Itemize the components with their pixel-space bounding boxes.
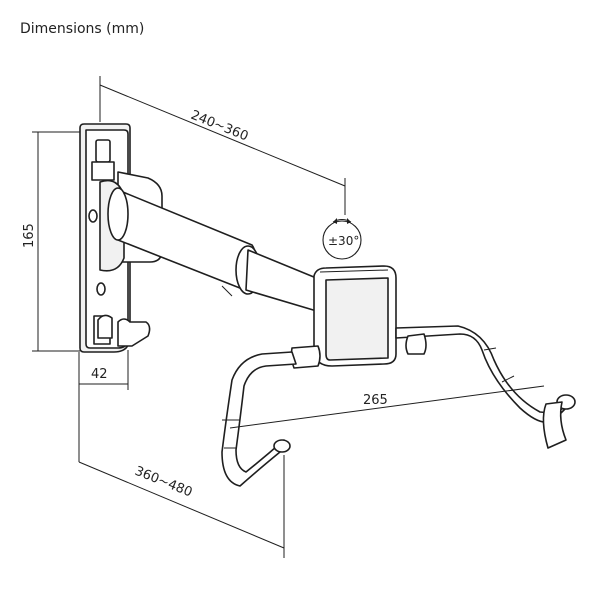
rotation-icon — [322, 220, 362, 260]
dimension-plate-height: 165 — [22, 131, 80, 352]
swivel-block — [313, 265, 397, 367]
screw-hole-icon — [96, 282, 106, 296]
slot-icon — [95, 139, 111, 163]
dimension-plate-depth-label: 42 — [91, 367, 108, 382]
rotation-indicator: ±30° — [322, 218, 362, 260]
diagram-title: Dimensions (mm) — [20, 21, 144, 37]
dimension-plate-depth: 42 — [78, 350, 129, 462]
hook-bar — [221, 325, 576, 487]
end-cap-icon — [273, 439, 291, 453]
dimension-arm-length-label: 240~360 — [189, 108, 251, 145]
dimension-plate-height-label: 165 — [22, 223, 37, 248]
dimension-hook-width: 265 — [229, 385, 545, 429]
dimension-total-reach-label: 360~480 — [133, 464, 195, 501]
screw-hole-icon — [88, 209, 98, 223]
dimension-hook-width-label: 265 — [363, 393, 388, 408]
rotation-label: ±30° — [328, 234, 359, 248]
arm-outer-tube — [107, 187, 261, 295]
